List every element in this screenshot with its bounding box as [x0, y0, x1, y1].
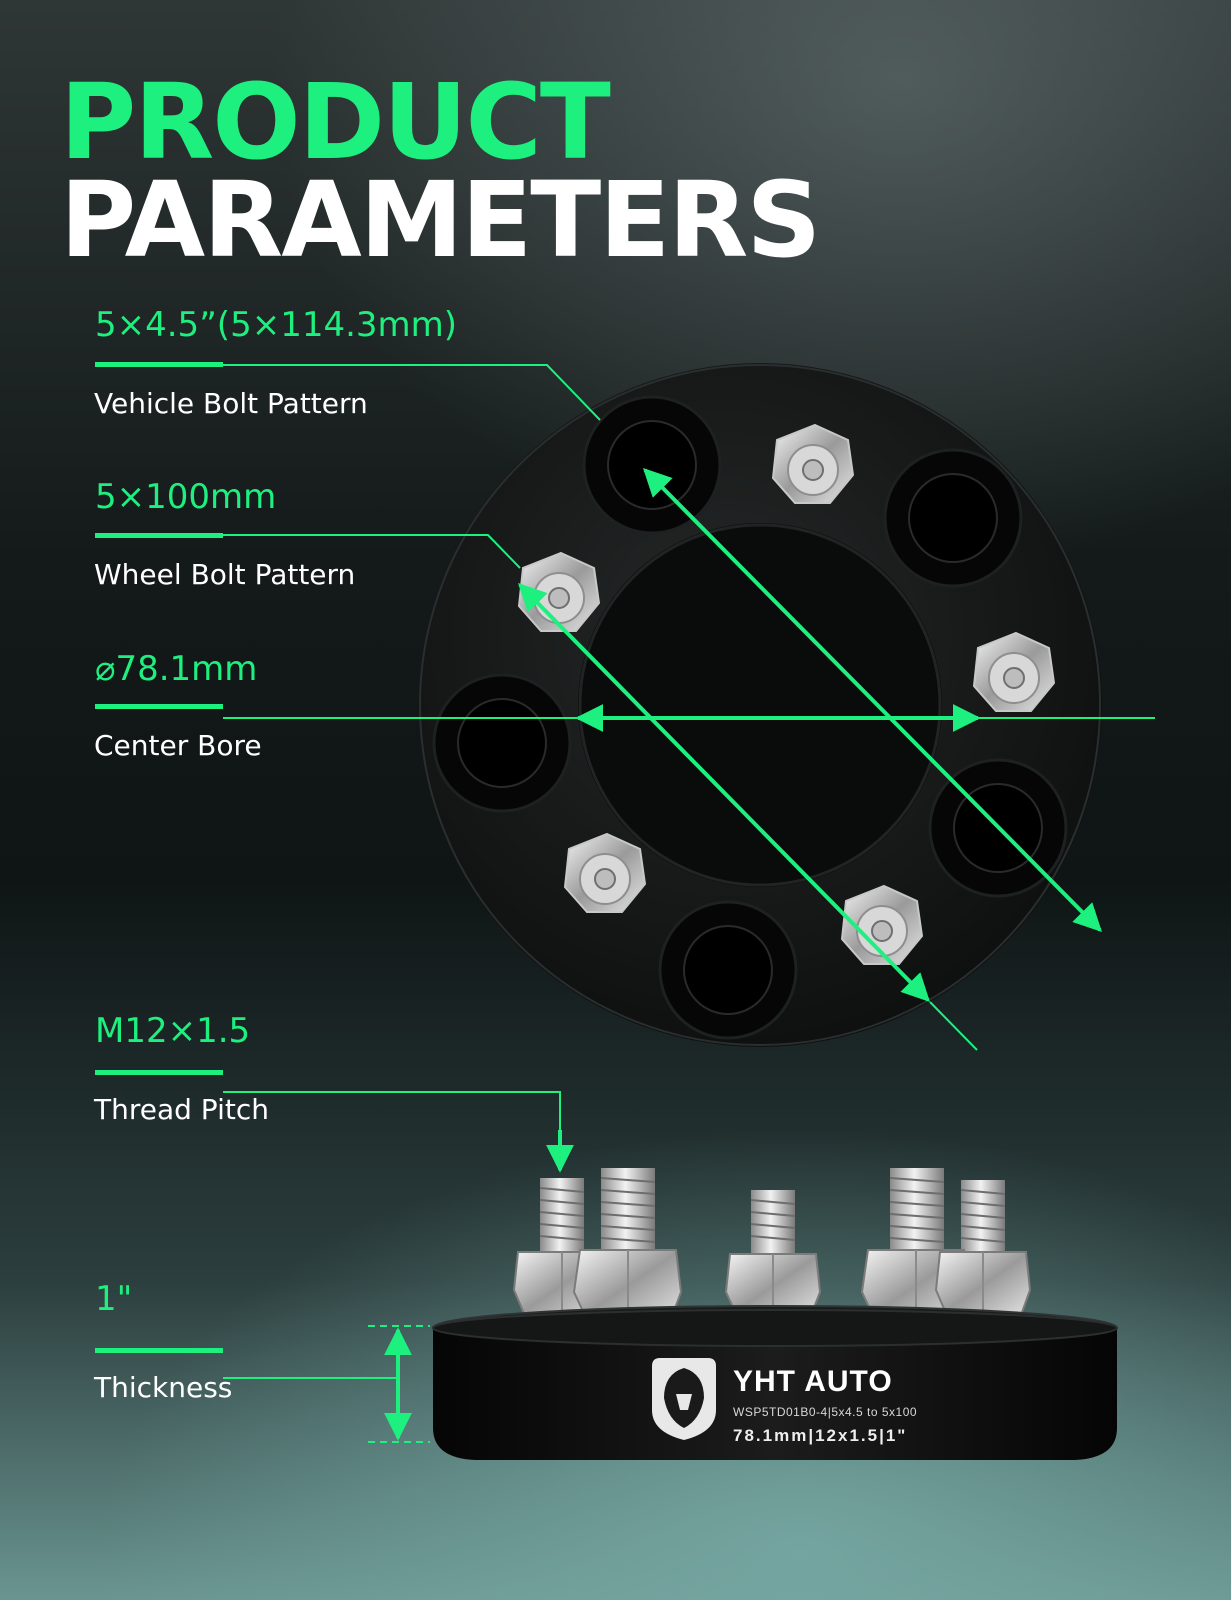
- vehicle-bolt-pattern-value: 5×4.5”(5×114.3mm): [95, 305, 458, 345]
- engraving-line-1: WSP5TD01B0-4|5x4.5 to 5x100: [733, 1405, 917, 1419]
- stud: [600, 1168, 656, 1256]
- spacer-side-view: [432, 1168, 1118, 1460]
- thickness-bar: [95, 1348, 223, 1353]
- spacer-top-view: [418, 363, 1102, 1047]
- center-bore-label: Center Bore: [94, 729, 262, 762]
- thickness-label: Thickness: [94, 1371, 233, 1404]
- wheel-bolt-tail: [929, 1001, 978, 1051]
- wheel-bolt-pattern-label: Wheel Bolt Pattern: [94, 558, 356, 591]
- vehicle-bolt-pattern-bar: [95, 362, 223, 367]
- vehicle-bolt-hole: [432, 673, 572, 813]
- stud: [539, 1178, 585, 1256]
- thread-pitch-bar: [95, 1070, 223, 1075]
- vehicle-bolt-pattern-label: Vehicle Bolt Pattern: [94, 387, 368, 420]
- stud: [750, 1190, 796, 1258]
- center-bore-value: ⌀78.1mm: [95, 649, 258, 689]
- engraving-line-2: 78.1mm|12x1.5|1": [733, 1426, 907, 1445]
- lion-logo-icon: [652, 1358, 716, 1440]
- thickness-value: 1": [95, 1279, 133, 1319]
- thread-pitch-value: M12×1.5: [95, 1011, 251, 1051]
- wheel-bolt-pattern-value: 5×100mm: [95, 477, 277, 517]
- thread-pitch-label: Thread Pitch: [94, 1093, 269, 1126]
- callout-lines: [223, 364, 1155, 1443]
- thread-pitch-leader: [223, 1091, 561, 1160]
- lug-nut: [724, 1253, 822, 1319]
- stud: [960, 1180, 1006, 1256]
- vehicle-bolt-leader: [223, 364, 601, 421]
- vehicle-bolt-hole: [658, 900, 798, 1040]
- wheel-bolt-pattern-bar: [95, 533, 223, 538]
- brand-name: YHT AUTO: [733, 1365, 893, 1398]
- stud: [889, 1168, 945, 1256]
- title-product: PRODUCT: [60, 61, 611, 183]
- title-parameters: PARAMETERS: [60, 159, 821, 281]
- center-bore-bar: [95, 704, 223, 709]
- vehicle-bolt-hole: [883, 448, 1023, 588]
- wheel-bolt-dimension-arrow: [518, 583, 930, 1002]
- wheel-bolt-leader: [223, 534, 521, 569]
- vehicle-bolt-hole: [582, 395, 722, 535]
